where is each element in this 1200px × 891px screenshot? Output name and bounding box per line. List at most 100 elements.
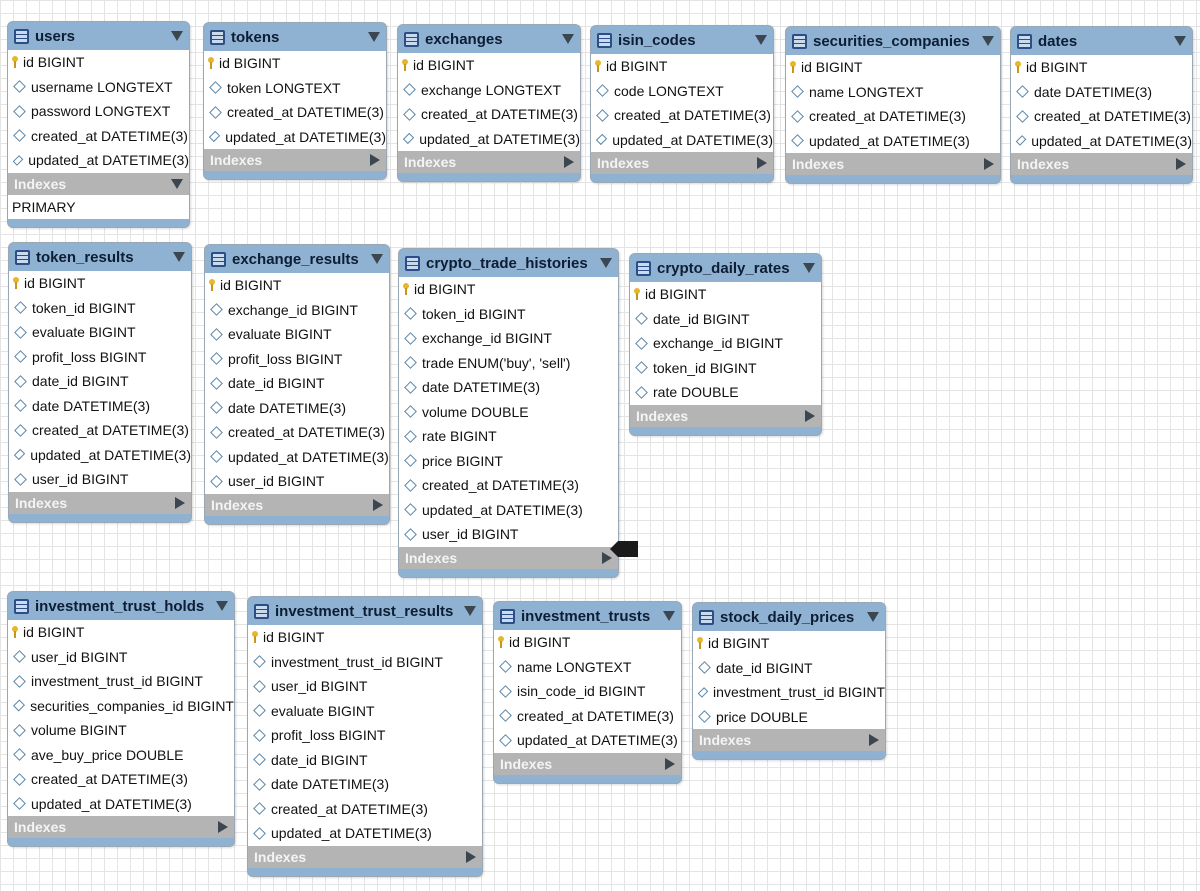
column-row[interactable]: trade ENUM('buy', 'sell') xyxy=(399,351,618,376)
column-row[interactable]: updated_at DATETIME(3) xyxy=(786,129,1000,154)
column-row[interactable]: investment_trust_id BIGINT xyxy=(8,669,234,694)
expand-arrow-icon[interactable] xyxy=(869,734,879,746)
indexes-section-header[interactable]: Indexes xyxy=(398,151,580,173)
column-row[interactable]: volume BIGINT xyxy=(8,718,234,743)
expand-arrow-icon[interactable] xyxy=(466,850,476,863)
expand-arrow-icon[interactable] xyxy=(984,158,994,170)
column-row[interactable]: date_id BIGINT xyxy=(205,371,389,396)
column-row[interactable]: user_id BIGINT xyxy=(9,467,191,492)
column-row[interactable]: updated_at DATETIME(3) xyxy=(494,728,681,753)
column-row[interactable]: created_at DATETIME(3) xyxy=(399,473,618,498)
collapse-toggle-icon[interactable] xyxy=(1174,36,1186,46)
column-row[interactable]: date_id BIGINT xyxy=(9,369,191,394)
table-header[interactable]: stock_daily_prices xyxy=(693,603,885,631)
table-header[interactable]: investment_trust_holds xyxy=(8,592,234,620)
indexes-section-header[interactable]: Indexes xyxy=(591,152,773,174)
table-header[interactable]: investment_trust_results xyxy=(248,597,482,625)
collapse-toggle-icon[interactable] xyxy=(982,36,994,46)
column-row[interactable]: evaluate BIGINT xyxy=(9,320,191,345)
column-row[interactable]: date_id BIGINT xyxy=(693,656,885,681)
column-row[interactable]: evaluate BIGINT xyxy=(248,699,482,724)
expand-arrow-icon[interactable] xyxy=(665,757,675,770)
expanded-arrow-icon[interactable] xyxy=(171,178,183,189)
indexes-section-header[interactable]: Indexes xyxy=(693,729,885,751)
collapse-toggle-icon[interactable] xyxy=(171,31,183,41)
column-row[interactable]: token_id BIGINT xyxy=(9,296,191,321)
table-header[interactable]: crypto_trade_histories xyxy=(399,249,618,277)
collapse-toggle-icon[interactable] xyxy=(663,611,675,621)
table-header[interactable]: exchange_results xyxy=(205,245,389,273)
indexes-section-header[interactable]: Indexes xyxy=(8,172,189,195)
column-row[interactable]: exchange_id BIGINT xyxy=(205,298,389,323)
primary-key-column[interactable]: id BIGINT xyxy=(205,273,389,298)
table-header[interactable]: exchanges xyxy=(398,25,580,53)
collapse-toggle-icon[interactable] xyxy=(562,34,574,44)
primary-key-column[interactable]: id BIGINT xyxy=(9,271,191,296)
collapse-toggle-icon[interactable] xyxy=(371,254,383,264)
primary-key-column[interactable]: id BIGINT xyxy=(786,55,1000,80)
column-row[interactable]: date DATETIME(3) xyxy=(1011,80,1192,105)
column-row[interactable]: ave_buy_price DOUBLE xyxy=(8,743,234,768)
expand-arrow-icon[interactable] xyxy=(1176,158,1186,170)
table-header[interactable]: users xyxy=(8,22,189,50)
primary-key-column[interactable]: id BIGINT xyxy=(204,51,386,76)
expand-arrow-icon[interactable] xyxy=(805,409,815,422)
column-row[interactable]: name LONGTEXT xyxy=(494,655,681,680)
column-row[interactable]: updated_at DATETIME(3) xyxy=(591,128,773,153)
table-header[interactable]: crypto_daily_rates xyxy=(630,254,821,282)
expand-arrow-icon[interactable] xyxy=(218,821,228,833)
column-row[interactable]: token_id BIGINT xyxy=(630,356,821,381)
expand-arrow-icon[interactable] xyxy=(373,498,383,511)
indexes-section-header[interactable]: Indexes xyxy=(8,816,234,838)
column-row[interactable]: updated_at DATETIME(3) xyxy=(9,443,191,468)
column-row[interactable]: created_at DATETIME(3) xyxy=(398,102,580,127)
collapse-toggle-icon[interactable] xyxy=(368,32,380,42)
column-row[interactable]: user_id BIGINT xyxy=(8,645,234,670)
indexes-section-header[interactable]: Indexes xyxy=(494,752,681,775)
indexes-section-header[interactable]: Indexes xyxy=(9,491,191,514)
expand-arrow-icon[interactable] xyxy=(564,156,574,168)
column-row[interactable]: created_at DATETIME(3) xyxy=(1011,104,1192,129)
column-row[interactable]: user_id BIGINT xyxy=(205,469,389,494)
column-row[interactable]: investment_trust_id BIGINT xyxy=(693,680,885,705)
primary-key-column[interactable]: id BIGINT xyxy=(693,631,885,656)
indexes-section-header[interactable]: Indexes xyxy=(1011,153,1192,175)
column-row[interactable]: date DATETIME(3) xyxy=(399,375,618,400)
column-row[interactable]: created_at DATETIME(3) xyxy=(205,420,389,445)
primary-key-column[interactable]: id BIGINT xyxy=(398,53,580,78)
column-row[interactable]: updated_at DATETIME(3) xyxy=(1011,129,1192,154)
collapse-toggle-icon[interactable] xyxy=(173,252,185,262)
column-row[interactable]: isin_code_id BIGINT xyxy=(494,679,681,704)
table-header[interactable]: token_results xyxy=(9,243,191,271)
column-row[interactable]: price DOUBLE xyxy=(693,705,885,730)
collapse-toggle-icon[interactable] xyxy=(464,606,476,616)
table-header[interactable]: securities_companies xyxy=(786,27,1000,55)
column-row[interactable]: date DATETIME(3) xyxy=(205,396,389,421)
column-row[interactable]: created_at DATETIME(3) xyxy=(494,704,681,729)
column-row[interactable]: password LONGTEXT xyxy=(8,99,189,124)
expand-arrow-icon[interactable] xyxy=(757,157,767,169)
primary-key-column[interactable]: id BIGINT xyxy=(1011,55,1192,80)
column-row[interactable]: username LONGTEXT xyxy=(8,75,189,100)
column-row[interactable]: date_id BIGINT xyxy=(248,748,482,773)
table-header[interactable]: tokens xyxy=(204,23,386,51)
column-row[interactable]: date_id BIGINT xyxy=(630,307,821,332)
table-header[interactable]: dates xyxy=(1011,27,1192,55)
column-row[interactable]: rate DOUBLE xyxy=(630,380,821,405)
column-row[interactable]: created_at DATETIME(3) xyxy=(248,797,482,822)
indexes-section-header[interactable]: Indexes xyxy=(204,149,386,171)
column-row[interactable]: volume DOUBLE xyxy=(399,400,618,425)
column-row[interactable]: updated_at DATETIME(3) xyxy=(248,821,482,846)
column-row[interactable]: user_id BIGINT xyxy=(248,674,482,699)
column-row[interactable]: price BIGINT xyxy=(399,449,618,474)
indexes-section-header[interactable]: Indexes xyxy=(630,404,821,427)
column-row[interactable]: profit_loss BIGINT xyxy=(205,347,389,372)
column-row[interactable]: securities_companies_id BIGINT xyxy=(8,694,234,719)
